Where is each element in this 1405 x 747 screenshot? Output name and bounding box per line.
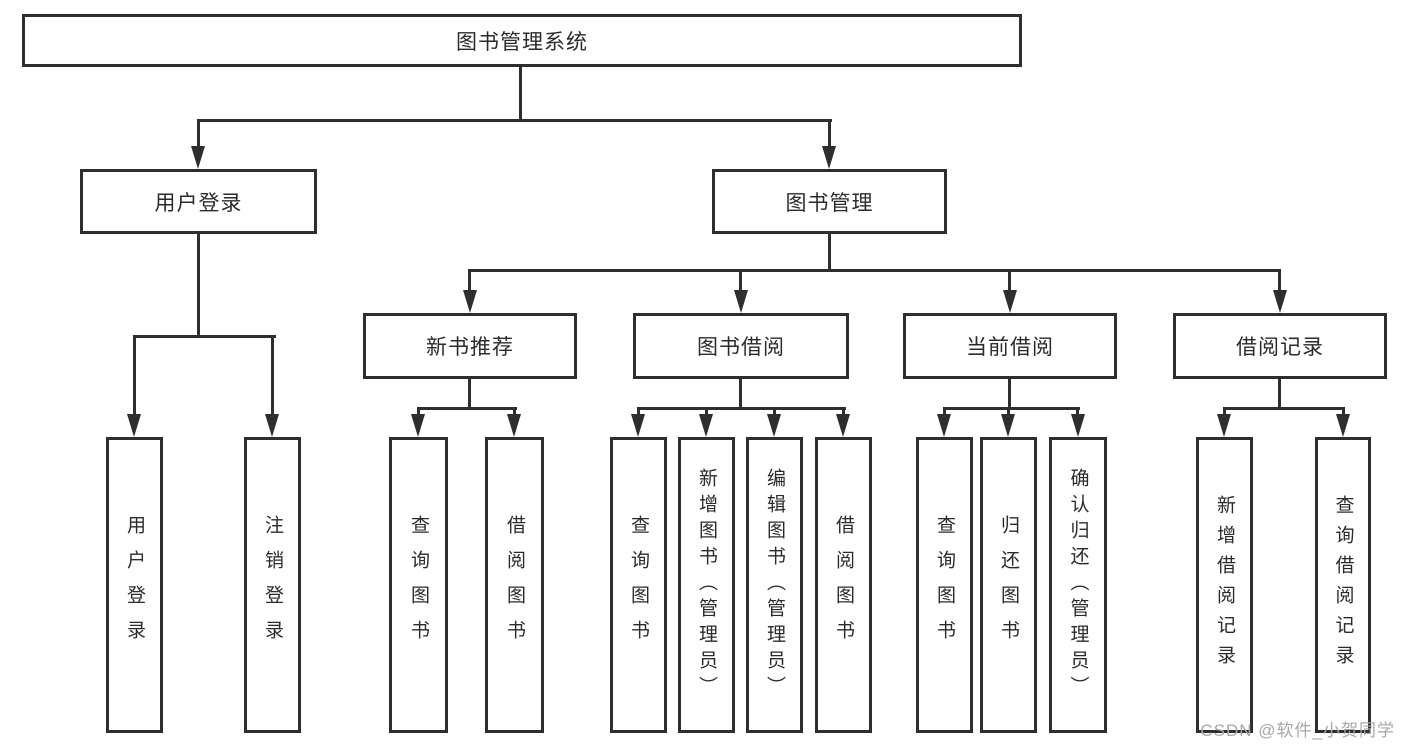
leaf-br-add-record-label: 新增借阅记录 [1214,495,1235,675]
node-root-label: 图书管理系统 [456,30,588,54]
leaf-cb-confirm-return-admin: 确认归还（管理员） [1049,437,1107,733]
connector-line [943,407,1080,410]
leaf-nbr-query-books: 查询图书 [389,437,448,733]
arrow-down-icon [937,414,951,437]
node-book-management-label: 图书管理 [785,191,874,215]
connector-line [271,335,274,416]
leaf-bb-borrow-books-label: 借阅图书 [833,515,854,655]
arrow-down-icon [699,414,713,437]
connector-line [417,407,420,416]
leaf-cb-confirm-return-admin-label: 确认归还（管理员） [1067,468,1089,702]
connector-line [197,234,200,337]
node-borrow-records-label: 借阅记录 [1236,336,1324,359]
connector-line [519,67,522,122]
connector-line [828,119,831,148]
arrow-down-icon [822,146,836,169]
connector-line [1008,269,1011,292]
connector-line [468,379,471,410]
leaf-bb-query-books: 查询图书 [610,437,667,733]
connector-line [133,335,276,338]
leaf-user-login: 用户登录 [106,437,163,733]
connector-line [828,234,831,272]
leaf-cb-query-books: 查询图书 [916,437,973,733]
connector-line [1278,269,1281,292]
watermark: CSDN @软件_小贺同学 [1200,721,1395,740]
arrow-down-icon [767,414,781,437]
leaf-bb-add-books-admin: 新增图书（管理员） [678,437,735,733]
arrow-down-icon [411,414,425,437]
connector-line [469,269,1281,272]
connector-line [842,407,845,416]
leaf-logout-label: 注销登录 [262,515,283,655]
arrow-down-icon [1336,414,1350,437]
connector-line [417,407,517,410]
connector-line [1278,379,1281,410]
leaf-bb-query-books-label: 查询图书 [628,515,649,655]
connector-line [513,407,516,416]
connector-line [133,335,136,416]
node-book-borrow: 图书借阅 [633,313,849,379]
arrow-down-icon [631,414,645,437]
arrow-down-icon [1217,414,1231,437]
leaf-br-add-record: 新增借阅记录 [1196,437,1253,733]
leaf-br-query-record: 查询借阅记录 [1315,437,1371,733]
leaf-cb-return-books: 归还图书 [980,437,1037,733]
connector-line [1007,407,1010,416]
leaf-user-login-label: 用户登录 [124,515,145,655]
arrow-down-icon [1273,290,1287,313]
node-current-borrow-label: 当前借阅 [966,336,1054,359]
connector-line [1342,407,1345,416]
leaf-bb-edit-books-admin-label: 编辑图书（管理员） [764,468,785,702]
connector-line [197,119,200,148]
connector-line [197,119,832,122]
leaf-logout: 注销登录 [244,437,301,733]
connector-line [1008,379,1011,410]
node-book-borrow-label: 图书借阅 [697,336,785,359]
leaf-nbr-query-books-label: 查询图书 [408,515,429,655]
connector-line [705,407,708,416]
leaf-bb-add-books-admin-label: 新增图书（管理员） [696,468,717,702]
leaf-nbr-borrow-books-label: 借阅图书 [504,515,525,655]
arrow-down-icon [127,414,141,437]
connector-line [773,407,776,416]
arrow-down-icon [836,414,850,437]
connector-line [943,407,946,416]
leaf-bb-edit-books-admin: 编辑图书（管理员） [746,437,803,733]
node-user-login-label: 用户登录 [154,191,243,215]
leaf-br-query-record-label: 查询借阅记录 [1332,495,1354,675]
connector-line [739,379,742,410]
connector-line [637,407,640,416]
connector-line [637,407,846,410]
arrow-down-icon [265,414,279,437]
node-current-borrow: 当前借阅 [903,313,1117,379]
connector-line [468,269,471,292]
leaf-cb-query-books-label: 查询图书 [934,515,955,655]
node-book-management: 图书管理 [712,169,947,234]
arrow-down-icon [1001,414,1015,437]
connector-line [1076,407,1079,416]
arrow-down-icon [734,290,748,313]
node-root: 图书管理系统 [22,14,1022,67]
arrow-down-icon [1003,290,1017,313]
node-new-book-recommend: 新书推荐 [363,313,577,379]
arrow-down-icon [463,290,477,313]
connector-line [1223,407,1226,416]
arrow-down-icon [507,414,521,437]
node-borrow-records: 借阅记录 [1173,313,1387,379]
leaf-nbr-borrow-books: 借阅图书 [485,437,544,733]
connector-line [1223,407,1345,410]
leaf-cb-return-books-label: 归还图书 [998,515,1019,655]
arrow-down-icon [191,146,205,169]
arrow-down-icon [1071,414,1085,437]
node-new-book-recommend-label: 新书推荐 [426,336,514,359]
leaf-bb-borrow-books: 借阅图书 [815,437,872,733]
node-user-login: 用户登录 [80,169,317,234]
connector-line [739,269,742,292]
